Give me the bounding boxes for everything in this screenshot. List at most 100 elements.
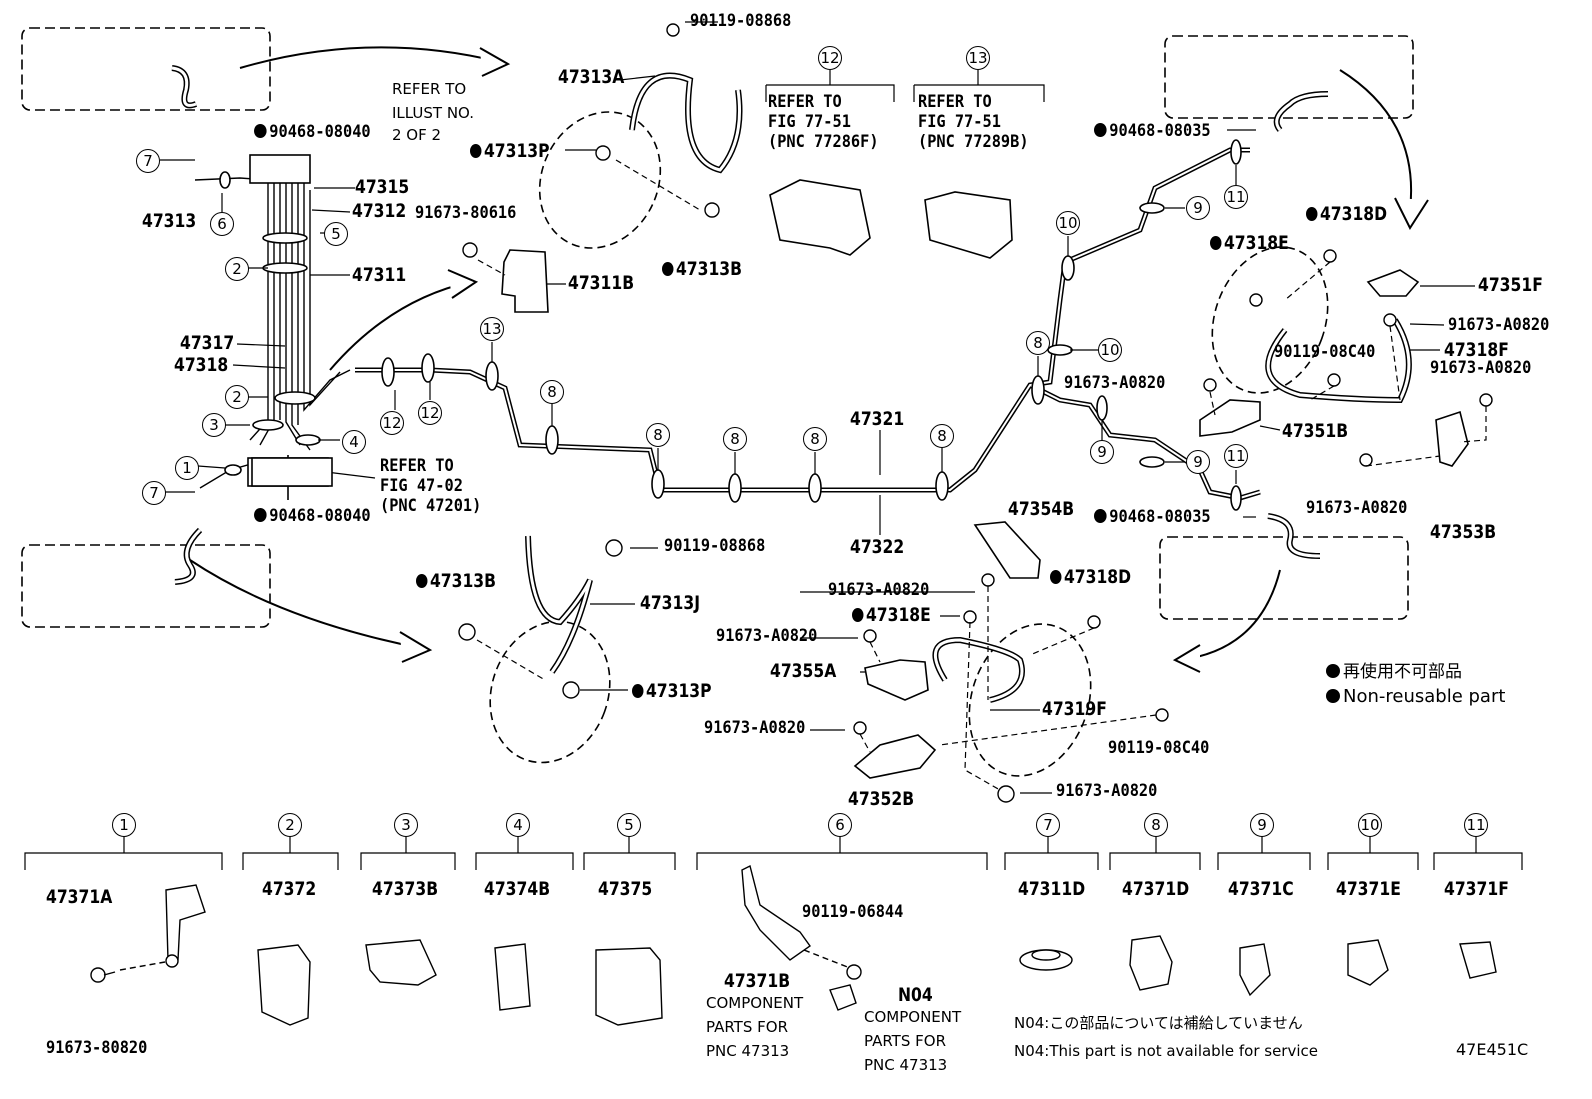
part-47313P-top: 47313P: [470, 142, 550, 161]
part-90468-08035-bottom: 90468-08035: [1094, 509, 1211, 526]
refer-fig12-line3: (PNC 77286F): [768, 132, 879, 152]
legend-jp: 再使用不可部品: [1326, 664, 1462, 681]
callout-11-b: 11: [1224, 444, 1248, 468]
non-reusable-dot-icon: [1050, 570, 1062, 584]
refer-fig-47-02-line2: FIG 47-02: [380, 476, 463, 496]
refer-fig12-line1: REFER TO: [768, 92, 842, 112]
part-47317: 47317: [180, 332, 235, 354]
part-47311: 47311: [352, 264, 407, 286]
group-callout-2: 2: [278, 813, 302, 837]
part-47318E-top: 47318E: [1210, 234, 1289, 253]
callout-8-e: 8: [930, 424, 954, 448]
callout-8-b: 8: [646, 423, 670, 447]
part-91673-A0820-e: 91673-A0820: [828, 580, 930, 600]
part-47311D: 47311D: [1018, 878, 1086, 900]
part-47375: 47375: [598, 878, 653, 900]
bracket-47352B: [853, 734, 937, 779]
callout-13: 13: [480, 317, 504, 341]
part-47318D-bottom: 47318D: [1050, 568, 1131, 587]
non-reusable-dot-icon: [852, 608, 864, 622]
part-47353B: 47353B: [1430, 521, 1497, 543]
callout-10-b: 10: [1056, 211, 1080, 235]
callout-6: 6: [210, 212, 234, 236]
non-reusable-dot-icon: [254, 124, 267, 138]
hose-47313A: [629, 72, 743, 174]
part-47313B-top: 47313B: [662, 260, 742, 279]
refer-fig12-line2: FIG 77-51: [768, 112, 851, 132]
inset-top-right: [1164, 35, 1414, 119]
part-91673-A0820-d: 91673-A0820: [1306, 498, 1408, 518]
non-reusable-dot-icon: [470, 144, 482, 158]
part-47318D-top: 47318D: [1306, 205, 1387, 224]
icon-N04: [829, 984, 857, 1011]
bracket-47351B: [1199, 399, 1261, 437]
bracket-47311B: [501, 249, 549, 313]
callout-8-a: 8: [540, 380, 564, 404]
icon-47373B: [365, 939, 437, 986]
part-47318E-bottom: 47318E: [852, 606, 931, 625]
group-callout-9: 9: [1250, 813, 1274, 837]
clip-12-ref: [769, 179, 871, 256]
part-47351F: 47351F: [1478, 274, 1543, 296]
non-reusable-dot-icon: [254, 508, 267, 522]
part-47374B: 47374B: [484, 878, 551, 900]
callout-8-f: 8: [1026, 331, 1050, 355]
inset-top-left: [21, 27, 271, 111]
non-reusable-dot-icon: [662, 262, 674, 276]
arrow-bottom-right: [1179, 569, 1281, 661]
part-47373B: 47373B: [372, 878, 439, 900]
part-47355A: 47355A: [770, 660, 837, 682]
icon-47372: [257, 944, 311, 1026]
part-90119-08C40-a: 90119-08C40: [1274, 342, 1376, 362]
refer-illust-line2: ILLUST NO.: [392, 104, 475, 122]
part-90119-06844: 90119-06844: [802, 902, 904, 922]
part-47351B: 47351B: [1282, 420, 1349, 442]
part-91673-A0820-f: 91673-A0820: [716, 626, 818, 646]
part-91673-80820: 91673-80820: [46, 1038, 148, 1058]
bracket-47354B: [973, 521, 1041, 579]
group-callout-4: 4: [506, 813, 530, 837]
non-reusable-dot-icon: [1326, 664, 1340, 678]
non-reusable-dot-icon: [1210, 236, 1222, 250]
icon-47371A: [165, 884, 206, 967]
inset-bottom-left: [21, 544, 271, 628]
part-90468-08035-top: 90468-08035: [1094, 123, 1211, 140]
group-callout-10: 10: [1358, 813, 1382, 837]
note-47371B-line2: PARTS FOR: [706, 1018, 788, 1036]
callout-1: 1: [175, 456, 199, 480]
part-47322: 47322: [850, 536, 905, 558]
refer-fig13-line3: (PNC 77289B): [918, 132, 1029, 152]
part-47318: 47318: [174, 354, 229, 376]
figure-code: 47E451C: [1456, 1040, 1529, 1059]
part-91673-A0820-h: 91673-A0820: [1056, 781, 1158, 801]
note-47371B-line1: COMPONENT: [706, 994, 804, 1012]
part-47371C: 47371C: [1228, 878, 1294, 900]
arrow-top-right: [1339, 69, 1413, 211]
non-reusable-dot-icon: [1094, 509, 1107, 523]
group-callout-6: 6: [828, 813, 852, 837]
part-90119-08868-bottom: 90119-08868: [664, 536, 766, 556]
part-91673-A0820-b: 91673-A0820: [1430, 358, 1532, 378]
part-47313J: 47313J: [640, 592, 701, 614]
part-47315: 47315: [355, 176, 410, 198]
part-47312: 47312: [352, 200, 407, 222]
bracket-47353B: [1435, 410, 1469, 467]
part-47371A: 47371A: [46, 886, 113, 908]
group-callout-1: 1: [112, 813, 136, 837]
callout-2-top: 2: [225, 257, 249, 281]
refer-illust-line3: 2 OF 2: [392, 126, 442, 144]
part-91673-A0820-a: 91673-A0820: [1448, 315, 1550, 335]
part-91673-A0820-g: 91673-A0820: [704, 718, 806, 738]
callout-7-bottom: 7: [142, 481, 166, 505]
part-47313: 47313: [142, 210, 197, 232]
part-47311B: 47311B: [568, 272, 635, 294]
icon-47375: [595, 947, 663, 1026]
callout-8-d: 8: [803, 427, 827, 451]
refer-fig13-line2: FIG 77-51: [918, 112, 1001, 132]
icon-47371E: [1347, 939, 1389, 986]
note-47371B-line3: PNC 47313: [706, 1042, 790, 1060]
callout-5: 5: [324, 222, 348, 246]
part-90119-08868-top: 90119-08868: [690, 11, 792, 31]
non-reusable-dot-icon: [1094, 123, 1107, 137]
